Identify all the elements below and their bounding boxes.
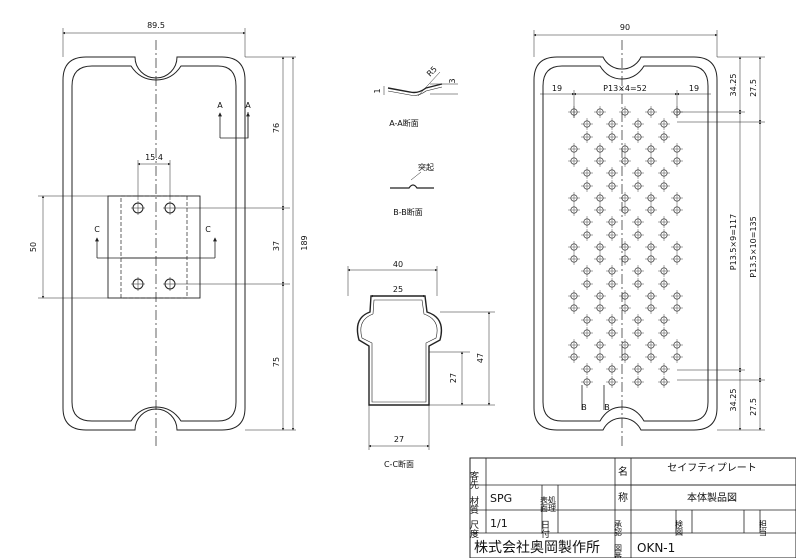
tb-material-value: SPG	[490, 492, 512, 505]
tb-date-label: 日付	[539, 520, 550, 539]
tb-drawing-no: OKN-1	[637, 541, 675, 555]
right-dim-bottom-27-5: 27.5	[749, 398, 758, 416]
right-dim-top-34-25: 34.25	[729, 74, 738, 97]
section-aa-dim-3: 3	[448, 78, 457, 83]
dim-37: 37	[272, 241, 281, 251]
dim-bracket-50: 50	[29, 242, 38, 252]
section-aa-radius: R5	[425, 65, 439, 79]
section-mark-a-left: A	[217, 101, 223, 110]
section-cc-dim-27-height: 27	[449, 373, 458, 383]
right-dim-pitch-y2: P13.5×10=135	[749, 216, 758, 278]
tb-drawing-title: 本体製品図	[687, 491, 737, 504]
right-dim-pitch-y1: P13.5×9=117	[729, 214, 738, 270]
right-plate-view	[533, 30, 765, 448]
a-section-cut-line	[220, 112, 249, 139]
dim-width-89-5: 89.5	[147, 21, 165, 30]
section-bb-view	[390, 171, 434, 189]
tb-name-label: 名	[618, 465, 628, 478]
right-dim-left-19: 19	[552, 84, 562, 93]
left-bracket-plate	[107, 195, 201, 299]
left-plate-inner-outline	[71, 65, 237, 422]
tb-title-label: 称	[618, 491, 628, 504]
right-dim-right-19: 19	[689, 84, 699, 93]
dim-76: 76	[272, 123, 281, 133]
tb-treatment-label: 処理	[548, 495, 557, 512]
tb-charge-label: 担当	[759, 519, 768, 537]
section-cc-dim-40: 40	[393, 260, 403, 269]
section-aa-dim-1: 1	[373, 88, 382, 93]
tb-product-name: セイフティプレート	[667, 462, 756, 474]
tb-drawing-no-label: 図番	[614, 544, 623, 558]
tb-surface-label: 表面	[540, 495, 549, 513]
section-aa-view	[383, 71, 458, 97]
right-dim-pitch-x: P13×4=52	[603, 84, 647, 93]
tb-customer-label: 客先	[468, 470, 479, 490]
right-dim-width-90: 90	[620, 23, 630, 32]
dim-hole-pitch-15-4: 15.4	[145, 153, 163, 162]
left-bracket-flange	[120, 195, 188, 299]
right-plate-outer-outline	[533, 56, 718, 431]
right-plate-inner-outline	[542, 65, 709, 422]
section-cc-title: C-C断面	[384, 459, 414, 469]
dim-189: 189	[300, 235, 309, 250]
section-mark-b-left: B	[581, 403, 587, 412]
section-mark-c-left: C	[94, 225, 100, 234]
section-aa-title: A-A断面	[389, 118, 418, 128]
section-bb-title: B-B断面	[393, 207, 423, 217]
left-plate-outer-outline	[62, 56, 246, 431]
section-mark-c-right: C	[205, 225, 211, 234]
tb-check-label: 検図	[675, 519, 684, 537]
section-cc-dim-27-bottom: 27	[394, 435, 404, 444]
right-dim-top-27-5: 27.5	[749, 79, 758, 97]
hole-pattern	[568, 106, 683, 388]
title-block	[469, 457, 796, 558]
dim-75: 75	[272, 357, 281, 367]
section-cc-view	[347, 266, 495, 450]
left-plate-view	[38, 28, 296, 448]
section-mark-b-right: B	[604, 403, 610, 412]
tb-scale-value: 1/1	[490, 517, 508, 530]
section-cc-dim-25: 25	[393, 285, 403, 294]
section-cc-dim-47: 47	[476, 353, 485, 363]
section-bb-note: 突起	[418, 162, 434, 172]
tb-scale-label: 尺度	[468, 520, 479, 539]
section-mark-a-right: A	[245, 101, 251, 110]
right-dim-bottom-34-25: 34.25	[729, 389, 738, 412]
tb-material-label: 材質	[468, 495, 479, 515]
tb-company: 株式会社奥岡製作所	[474, 539, 600, 556]
tb-approve-label: 承認	[614, 520, 623, 536]
